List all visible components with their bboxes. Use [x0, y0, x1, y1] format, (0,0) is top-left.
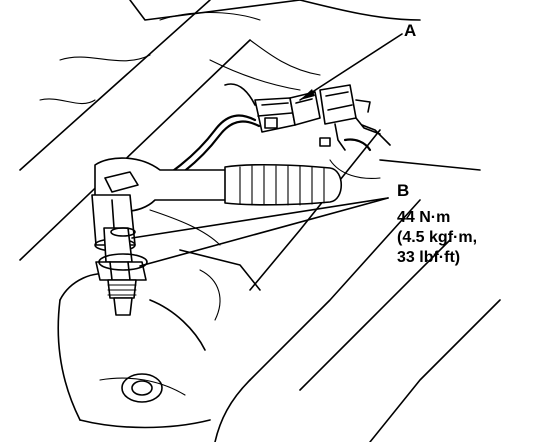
callout-b-leader [131, 197, 389, 267]
mounting-bolt [121, 373, 163, 403]
callout-b-label: B [397, 181, 409, 200]
torque-spec-line-1: 44 N·m [397, 209, 450, 226]
connector-a [254, 84, 391, 152]
oxygen-sensor-b [95, 227, 148, 316]
callout-a-leader [299, 33, 403, 101]
torque-spec-line-3: 33 lbf·ft) [397, 249, 460, 266]
callout-a-label: A [404, 21, 416, 40]
ratchet-wrench [94, 157, 343, 212]
torque-spec-line-2: (4.5 kgf·m, [397, 229, 477, 246]
engine-housing-outline [19, 0, 501, 442]
